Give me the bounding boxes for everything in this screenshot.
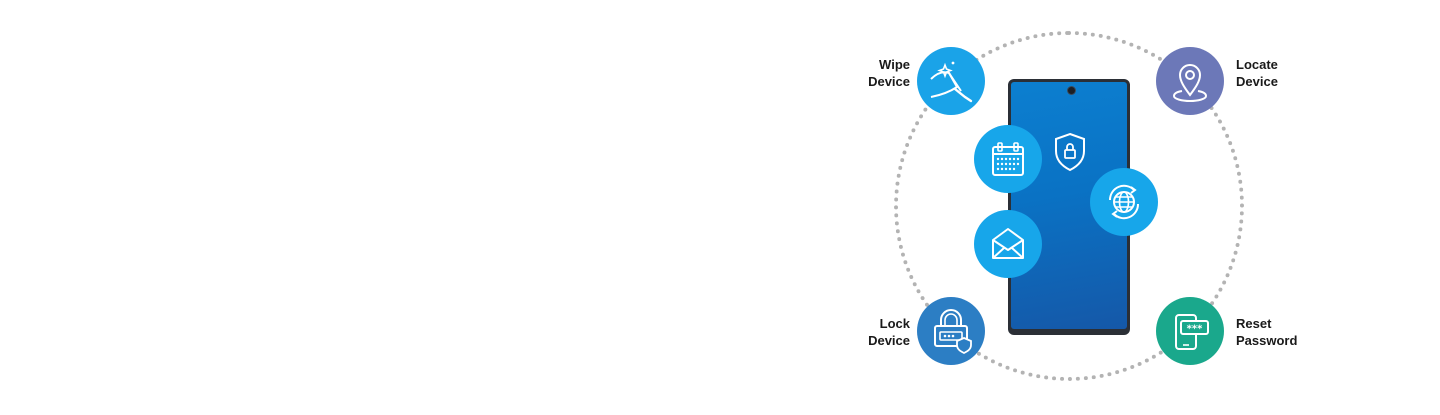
padlock-icon <box>934 309 972 354</box>
reset-password-label: Reset Password <box>1236 315 1297 349</box>
lock-device-label: Lock Device <box>860 315 910 349</box>
reset-label-line1: Reset <box>1236 316 1272 331</box>
wipe-label-line2: Device <box>868 74 910 89</box>
lock-label-line1: Lock <box>879 316 910 331</box>
globe-sync-icon <box>1108 184 1140 220</box>
svg-text:***: *** <box>1187 324 1203 335</box>
globe-sync-circle <box>1090 168 1158 236</box>
locate-label-line1: Locate <box>1236 57 1278 72</box>
phone-password-icon: *** <box>1175 314 1209 350</box>
wipe-device-label: Wipe Device <box>860 56 910 90</box>
wipe-label-line1: Wipe <box>879 57 910 72</box>
smartphone <box>1008 79 1130 335</box>
locate-device-circle <box>1156 47 1224 115</box>
wipe-device-circle <box>917 47 985 115</box>
calendar-circle <box>974 125 1042 193</box>
wipe-squeegee-icon <box>930 61 973 103</box>
dotted-orbit-ring <box>894 31 1244 381</box>
locate-device-label: Locate Device <box>1236 56 1278 90</box>
lock-label-line2: Device <box>868 333 910 348</box>
locate-label-line2: Device <box>1236 74 1278 89</box>
location-pin-icon <box>1172 64 1208 103</box>
lock-device-circle <box>917 297 985 365</box>
reset-label-line2: Password <box>1236 333 1298 348</box>
mail-circle <box>974 210 1042 278</box>
calendar-icon <box>992 142 1024 176</box>
shield-lock-icon <box>1055 132 1085 172</box>
reset-password-circle: *** <box>1156 297 1224 365</box>
front-camera <box>1068 87 1075 94</box>
mail-icon <box>992 228 1024 259</box>
